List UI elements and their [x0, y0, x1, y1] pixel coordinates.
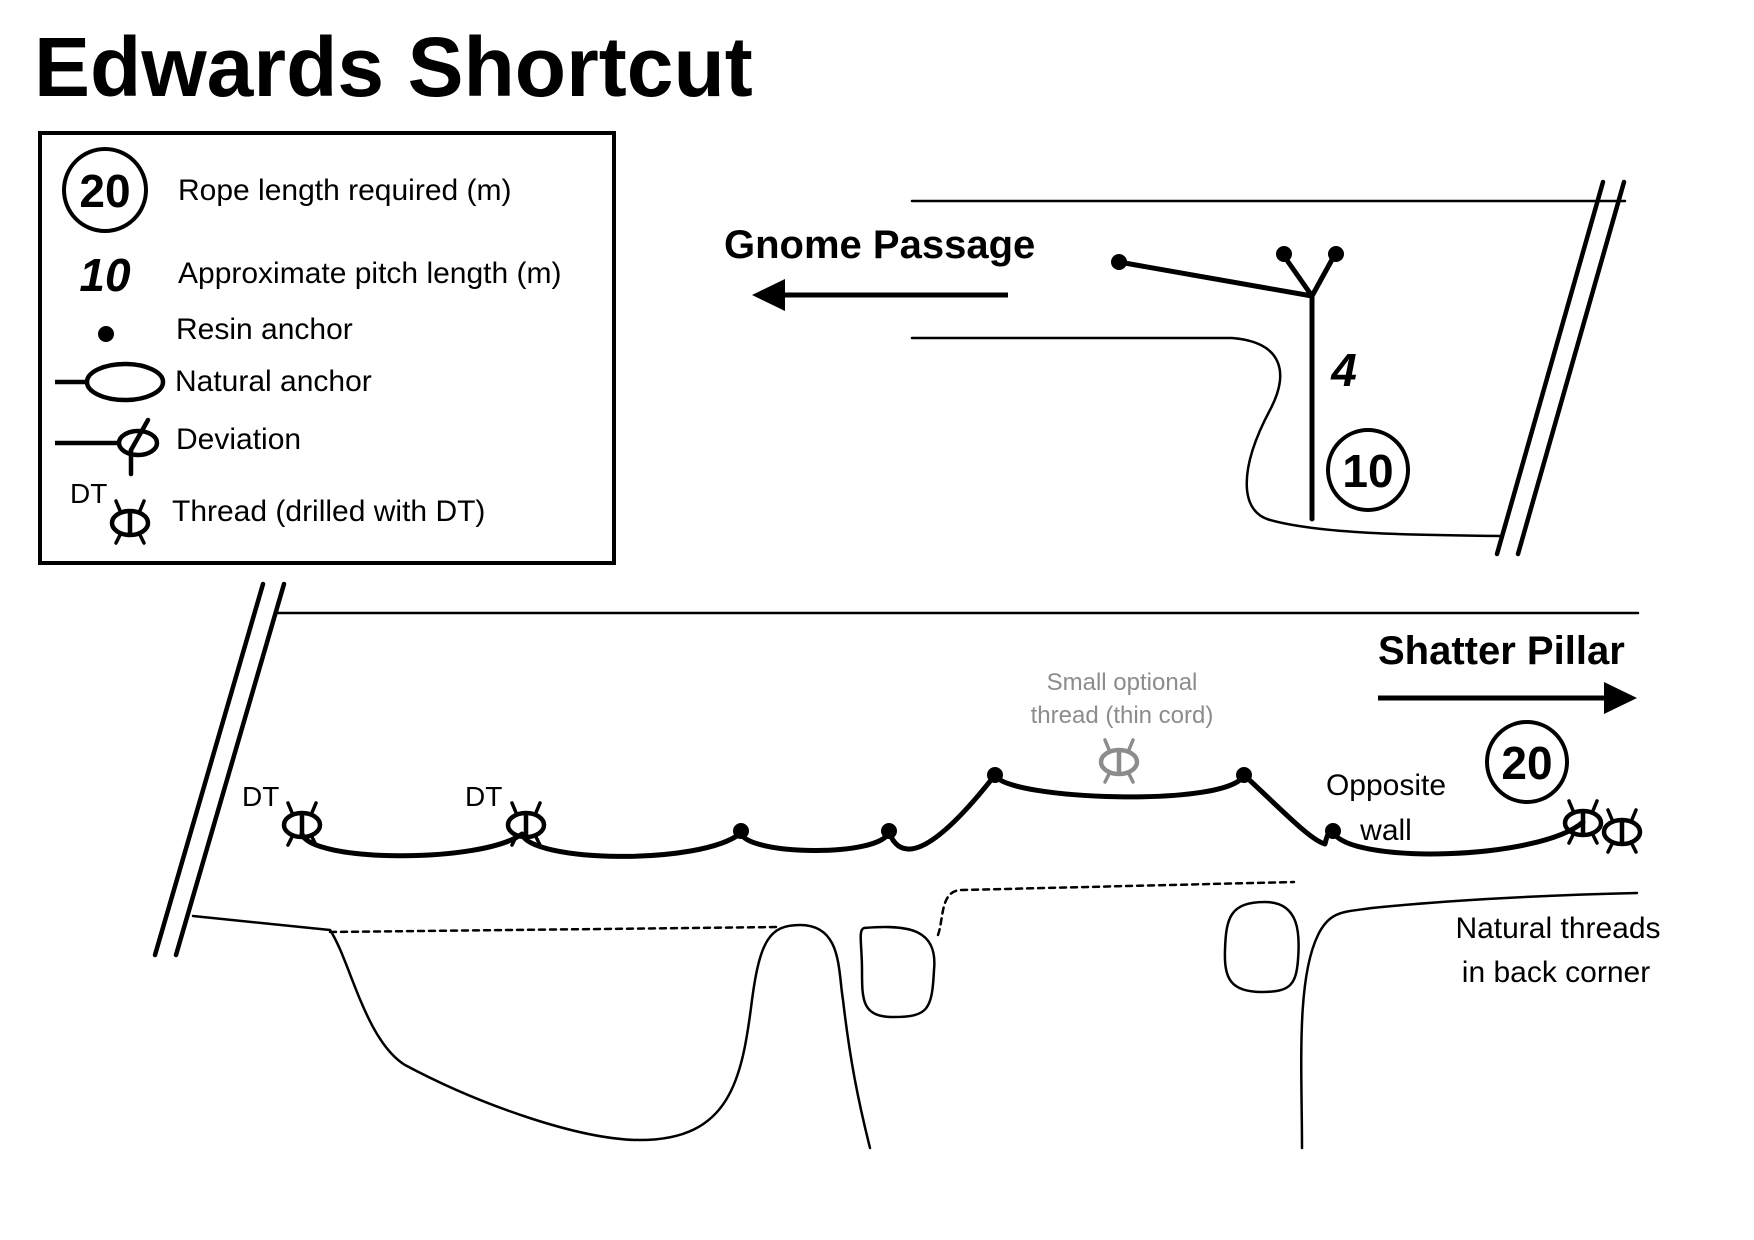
- legend-rope-symbol: 20: [79, 165, 130, 217]
- legend-pitch-label: Approximate pitch length (m): [178, 257, 562, 290]
- resin-anchor-icon: [733, 823, 749, 839]
- lower-section: Shatter Pillar 20 DT DT Small optional t…: [152, 581, 1661, 1150]
- boulder-right: [1223, 900, 1300, 994]
- opposite-wall-line2: wall: [1359, 814, 1412, 847]
- legend-deviation-icon: [55, 417, 160, 477]
- thread-icon: [1604, 810, 1640, 852]
- resin-anchor-icon: [1325, 823, 1341, 839]
- legend: 20 Rope length required (m) 10 Approxima…: [38, 131, 616, 565]
- legend-rope-circle-icon: [62, 147, 148, 233]
- upper-break-lines: [1494, 179, 1627, 557]
- thread-icon: [1565, 801, 1601, 843]
- upper-section: Gnome Passage 4 10: [724, 179, 1627, 557]
- natural-threads-line1: Natural threads: [1455, 912, 1660, 945]
- thread-icon: [508, 803, 544, 845]
- upper-passage-floor: [910, 336, 1504, 538]
- upper-rope-rig: [1111, 246, 1344, 522]
- shatter-pillar-label: Shatter Pillar: [1378, 629, 1625, 673]
- legend-thread-icon: [112, 501, 148, 543]
- optional-thread-icon: [1101, 740, 1137, 782]
- lower-rope-circle-icon: [1485, 720, 1569, 804]
- upper-rope-length: 10: [1342, 445, 1393, 497]
- legend-deviation-label: Deviation: [176, 423, 301, 456]
- legend-frame: [38, 131, 616, 565]
- lower-rope-length: 20: [1501, 737, 1552, 789]
- dt-label-1: DT: [242, 781, 279, 812]
- diagram-title: Edwards Shortcut: [34, 20, 753, 114]
- legend-rope-label: Rope length required (m): [178, 174, 512, 207]
- shatter-pillar-arrow-icon: [1378, 682, 1637, 714]
- legend-pitch-symbol: 10: [79, 249, 131, 301]
- resin-anchor-icon: [987, 767, 1003, 783]
- gnome-passage-label: Gnome Passage: [724, 223, 1035, 267]
- resin-anchor-icon: [1111, 254, 1127, 270]
- optional-thread-note-line2: thread (thin cord): [1031, 702, 1214, 729]
- optional-thread-note-line1: Small optional: [1047, 669, 1198, 696]
- opposite-wall-line1: Opposite: [1326, 769, 1446, 802]
- resin-anchor-icon: [1328, 246, 1344, 262]
- resin-anchor-icon: [1236, 767, 1252, 783]
- resin-anchor-icon: [881, 823, 897, 839]
- natural-threads-line2: in back corner: [1462, 956, 1650, 989]
- lower-floor-gap-dashed: [328, 925, 782, 934]
- lower-ledge-dashed: [936, 880, 1296, 937]
- lower-floor-right: [1300, 891, 1639, 1150]
- legend-resin-label: Resin anchor: [176, 313, 353, 346]
- legend-resin-anchor-icon: [98, 326, 114, 342]
- lower-floor-left: [191, 914, 872, 1150]
- upper-rope-circle-icon: [1326, 428, 1410, 512]
- upper-pitch-length: 4: [1330, 344, 1357, 396]
- legend-thread-label: Thread (drilled with DT): [172, 495, 485, 528]
- legend-natural-label: Natural anchor: [175, 365, 372, 398]
- resin-anchor-icon: [1276, 246, 1292, 262]
- boulder-left: [859, 925, 936, 1019]
- dt-label-2: DT: [465, 781, 502, 812]
- gnome-passage-arrow-icon: [752, 279, 1008, 311]
- legend-thread-dt-prefix: DT: [70, 478, 107, 509]
- lower-break-lines: [152, 581, 287, 958]
- thread-icon: [284, 803, 320, 845]
- legend-natural-anchor-icon: [55, 361, 166, 403]
